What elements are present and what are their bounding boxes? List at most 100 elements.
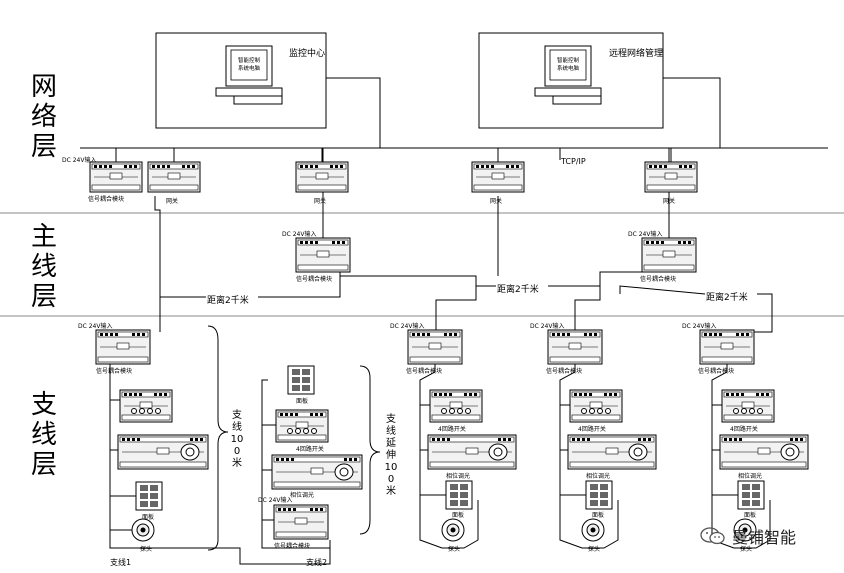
dimmer-dial-inner <box>339 467 349 477</box>
terminal <box>139 393 142 396</box>
terminal <box>684 165 687 168</box>
module-top-strip <box>431 391 481 398</box>
terminal <box>300 165 303 168</box>
module-window <box>316 250 330 258</box>
caption-dc-ext: DC 24V输入 <box>258 497 293 504</box>
coupler-network <box>89 161 143 193</box>
module-bottom-strip <box>91 184 141 191</box>
module-top-strip <box>701 331 753 338</box>
panel-ext <box>287 365 315 395</box>
terminal <box>739 438 742 441</box>
caption-panel-branch-1: 面板 <box>142 514 155 521</box>
watermark-text: 曼铺智能 <box>732 528 797 547</box>
terminal <box>572 438 575 441</box>
terminal <box>481 165 484 168</box>
terminal <box>646 241 649 244</box>
terminal <box>587 438 590 441</box>
terminal <box>104 165 107 168</box>
caption-probe-branch-3: 探头 <box>588 546 601 553</box>
terminal <box>105 333 108 336</box>
monitor-link <box>326 77 381 148</box>
probe-branch-4 <box>733 518 757 542</box>
dimmer-dial-inner <box>493 447 503 457</box>
caption-coupler-ext: 信号耦合模块 <box>274 543 311 550</box>
terminal <box>342 241 345 244</box>
terminal <box>434 393 437 396</box>
module-bottom-strip <box>409 356 461 363</box>
terminal <box>474 393 477 396</box>
panel-key <box>590 492 598 498</box>
module-top-strip <box>409 331 461 338</box>
terminal <box>129 393 132 396</box>
terminal <box>417 333 420 336</box>
module-bottom-strip <box>473 184 523 191</box>
module-bottom-strip <box>149 184 199 191</box>
caption-relay-branch-2: 4回路开关 <box>438 426 466 433</box>
relay-branch-1 <box>119 389 173 423</box>
terminal <box>305 241 308 244</box>
keyboard <box>534 87 602 97</box>
module-bottom-strip <box>275 531 327 538</box>
terminal <box>200 438 203 441</box>
dimmer-branch-4 <box>719 434 809 470</box>
caption-gateway-4: 网关 <box>663 198 676 205</box>
coupler-backbone-1 <box>295 237 351 273</box>
module-window <box>310 467 324 475</box>
relay-knob <box>449 408 455 414</box>
terminal <box>305 165 308 168</box>
module-window <box>109 172 123 180</box>
terminal <box>162 165 165 168</box>
panel-key <box>302 369 310 375</box>
terminal <box>157 165 160 168</box>
panel-key <box>140 501 148 507</box>
terminal <box>729 438 732 441</box>
panel-key <box>742 500 750 506</box>
caption-panel-ext: 面板 <box>296 398 309 405</box>
gateway-3 <box>471 161 525 193</box>
module-window <box>116 342 130 350</box>
panel-key <box>590 500 598 506</box>
relay-knob <box>287 428 293 434</box>
terminal <box>609 393 612 396</box>
relay-knob <box>749 408 755 414</box>
caption-dimmer-ext: 相位调光 <box>290 492 315 499</box>
module-bottom-strip <box>297 184 347 191</box>
panel-frame <box>737 480 765 510</box>
terminal <box>132 438 135 441</box>
terminal <box>190 438 193 441</box>
panel-branch-1 <box>135 481 163 511</box>
caption-panel-branch-2: 面板 <box>452 512 465 519</box>
terminal <box>310 508 313 511</box>
module-top-strip <box>149 163 199 170</box>
branch-trunk-2 <box>419 364 479 549</box>
module-bottom-strip <box>119 461 207 468</box>
terminal <box>280 413 283 416</box>
terminal <box>122 438 125 441</box>
screen-text-1: 智能控制 <box>238 56 261 64</box>
terminal <box>310 165 313 168</box>
cpu-unit <box>552 95 602 105</box>
caption-probe-branch-4: 探头 <box>740 546 753 553</box>
panel-key <box>140 493 148 499</box>
dimmer-dial-inner <box>785 447 795 457</box>
caption-dimmer-branch-3: 相位调光 <box>586 473 611 480</box>
branch-extend-label: 支线延伸100米 <box>384 414 398 497</box>
terminal <box>340 165 343 168</box>
caption-gateway-1: 网关 <box>166 198 179 205</box>
terminal <box>310 413 313 416</box>
caption-coupler-backbone-1: 信号耦合模块 <box>296 276 333 283</box>
module-top-strip <box>121 391 171 398</box>
terminal <box>132 333 135 336</box>
panel-key <box>292 369 300 375</box>
terminal <box>127 438 130 441</box>
terminal <box>167 165 170 168</box>
caption-dc-backbone-1: DC 24V输入 <box>282 231 317 238</box>
terminal <box>154 393 157 396</box>
module-window <box>605 447 619 455</box>
terminal <box>469 393 472 396</box>
relay-knob <box>581 408 587 414</box>
relay-branch-4 <box>721 389 775 423</box>
distance-label-2: 距离2千米 <box>496 282 540 295</box>
terminal <box>344 458 347 461</box>
